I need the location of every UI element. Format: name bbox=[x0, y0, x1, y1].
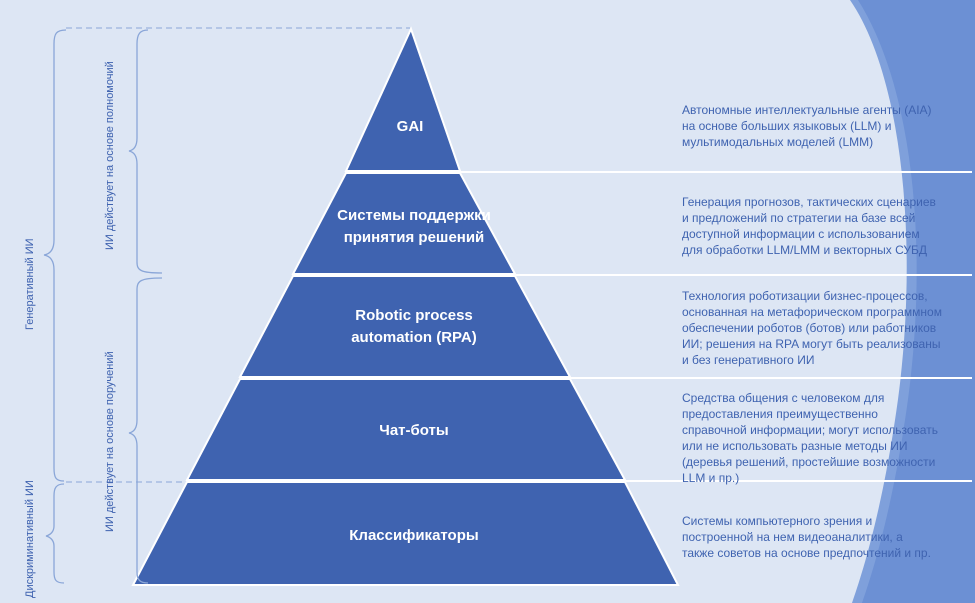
description-gai: Автономные интеллектуальные агенты (AIA)… bbox=[682, 103, 932, 149]
bracket-authority bbox=[128, 29, 163, 274]
layer-label-rpa: Robotic process automation (RPA) bbox=[351, 307, 477, 346]
layer-dss bbox=[291, 172, 517, 275]
side-label-generative: Генеративный ИИ bbox=[24, 238, 36, 330]
description-dss: Генерация прогнозов, тактических сценари… bbox=[682, 195, 936, 257]
layer-label-classifiers: Классификаторы bbox=[349, 527, 479, 544]
bracket-discriminative bbox=[45, 483, 65, 584]
layer-label-chatbots: Чат-боты bbox=[379, 422, 449, 439]
layer-gai bbox=[344, 26, 462, 172]
description-classifiers: Системы компьютерного зрения и построенн… bbox=[682, 514, 931, 560]
pyramid bbox=[131, 26, 680, 586]
description-rpa: Технология роботизации бизнес-процессов,… bbox=[682, 289, 942, 367]
description-chatbots: Средства общения с человеком для предост… bbox=[682, 391, 938, 485]
side-label-authority: ИИ действует на основе полномочий bbox=[104, 61, 116, 250]
side-label-assignment: ИИ действует на основе поручений bbox=[104, 351, 116, 532]
brackets bbox=[43, 29, 163, 584]
layer-classifiers bbox=[131, 481, 680, 586]
bracket-assignment bbox=[128, 277, 163, 584]
layer-chatbots bbox=[185, 378, 627, 481]
layer-label-gai: GAI bbox=[396, 118, 424, 135]
decorative-wave-light bbox=[858, 0, 975, 603]
bracket-generative bbox=[43, 29, 67, 482]
separator-lines bbox=[460, 171, 972, 482]
layer-rpa bbox=[238, 275, 572, 378]
side-label-discriminative: Дискриминативный ИИ bbox=[24, 480, 36, 598]
layer-label-dss: Системы поддержки принятия решений bbox=[337, 207, 491, 246]
